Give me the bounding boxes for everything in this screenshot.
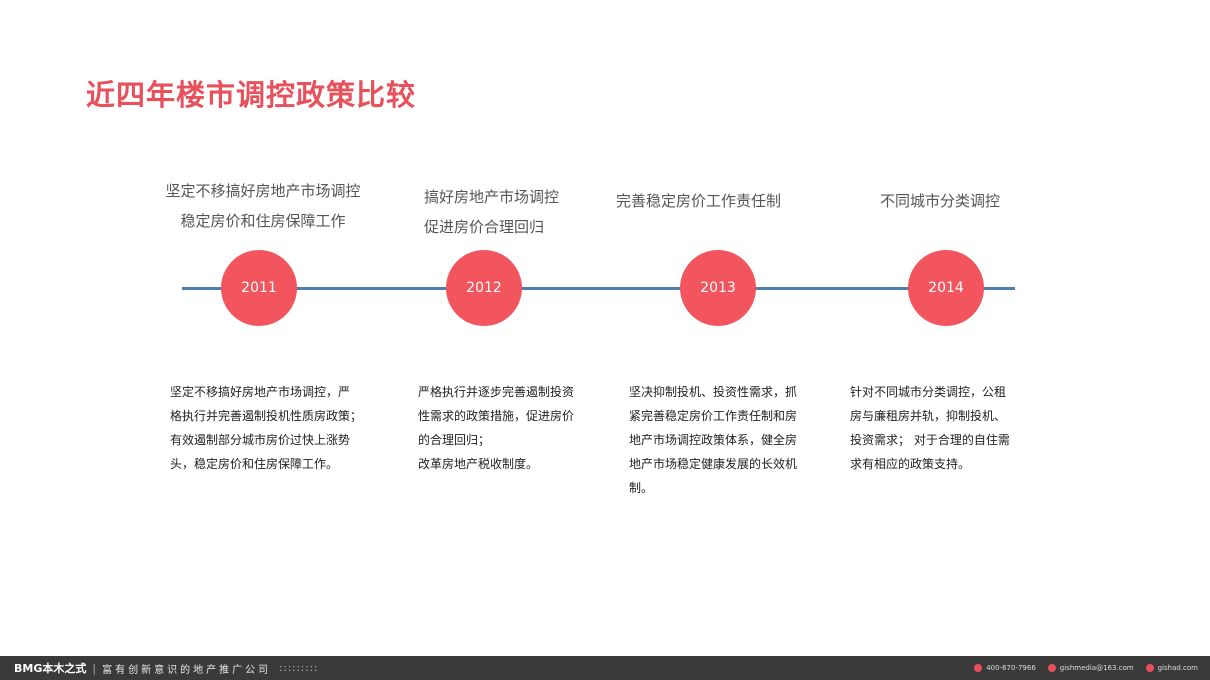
timeline-line <box>182 287 1015 290</box>
body-line: 坚决抑制投机、投资性需求，抓 <box>629 385 798 399</box>
footer-contacts: 400-670-7966 gishmedia@163.com gishad.co… <box>974 656 1198 680</box>
year-circle-2011: 2011 <box>221 250 297 326</box>
email-text: gishmedia@163.com <box>1059 664 1134 672</box>
body-line: 格执行并完善遏制投机性质房政策； <box>170 409 363 423</box>
heading-2011: 坚定不移搞好房地产市场调控 稳定房价和住房保障工作 <box>158 176 368 236</box>
footer-slogan: 富有创新意识的地产推广公司 <box>102 664 272 676</box>
body-line: 严格执行并逐步完善遏制投资 <box>418 385 575 399</box>
body-line: 改革房地产税收制度。 <box>418 457 539 471</box>
body-line: 投资需求； 对于合理的自住需 <box>850 433 1010 447</box>
body-line: 性需求的政策措施，促进房价 <box>418 409 575 423</box>
contact-email[interactable]: gishmedia@163.com <box>1047 664 1134 672</box>
body-line: 坚定不移搞好房地产市场调控，严 <box>170 385 351 399</box>
body-2012: 严格执行并逐步完善遏制投资 性需求的政策措施，促进房价 的合理回归； 改革房地产… <box>418 380 574 476</box>
heading-2012: 搞好房地产市场调控 促进房价合理回归 <box>424 182 559 242</box>
heading-2014: 不同城市分类调控 <box>880 186 1000 216</box>
body-line: 房与廉租房并轨，抑制投机、 <box>850 409 1007 423</box>
footer-divider: | <box>92 661 97 675</box>
heading-line: 稳定房价和住房保障工作 <box>180 212 346 230</box>
body-2011: 坚定不移搞好房地产市场调控，严 格执行并完善遏制投机性质房政策； 有效遏制部分城… <box>170 380 362 476</box>
body-line: 地产市场调控政策体系，健全房 <box>629 433 798 447</box>
body-line: 制。 <box>629 481 654 495</box>
heading-line: 完善稳定房价工作责任制 <box>616 192 782 210</box>
body-line: 头，稳定房价和住房保障工作。 <box>170 457 339 471</box>
brand-logo: BMG本木之式 <box>14 662 87 675</box>
heading-line: 促进房价合理回归 <box>424 218 545 236</box>
footer-dots: ::::::::: <box>279 662 319 674</box>
site-text: gishad.com <box>1157 664 1198 672</box>
body-line: 求有相应的政策支持。 <box>850 457 971 471</box>
contact-site[interactable]: gishad.com <box>1145 664 1198 672</box>
heading-line: 坚定不移搞好房地产市场调控 <box>165 182 361 200</box>
year-circle-2013: 2013 <box>680 250 756 326</box>
email-icon <box>1047 664 1056 672</box>
heading-line: 搞好房地产市场调控 <box>424 188 560 206</box>
footer-bar: BMG本木之式 | 富有创新意识的地产推广公司 ::::::::: 400-67… <box>0 656 1210 680</box>
phone-icon <box>974 664 983 672</box>
body-line: 地产市场稳定健康发展的长效机 <box>629 457 798 471</box>
globe-icon <box>1145 664 1154 672</box>
body-2014: 针对不同城市分类调控，公租 房与廉租房并轨，抑制投机、 投资需求； 对于合理的自… <box>850 380 1010 476</box>
body-2013: 坚决抑制投机、投资性需求，抓 紧完善稳定房价工作责任制和房 地产市场调控政策体系… <box>629 380 797 500</box>
heading-2013: 完善稳定房价工作责任制 <box>616 186 781 216</box>
body-line: 针对不同城市分类调控，公租 <box>850 385 1007 399</box>
year-circle-2014: 2014 <box>908 250 984 326</box>
body-line: 紧完善稳定房价工作责任制和房 <box>629 409 798 423</box>
year-circle-2012: 2012 <box>446 250 522 326</box>
body-line: 的合理回归； <box>418 433 491 447</box>
page-title: 近四年楼市调控政策比较 <box>86 78 417 112</box>
heading-line: 不同城市分类调控 <box>880 192 1001 210</box>
contact-phone: 400-670-7966 <box>974 664 1036 672</box>
phone-text: 400-670-7966 <box>986 664 1036 672</box>
body-line: 有效遏制部分城市房价过快上涨势 <box>170 433 351 447</box>
